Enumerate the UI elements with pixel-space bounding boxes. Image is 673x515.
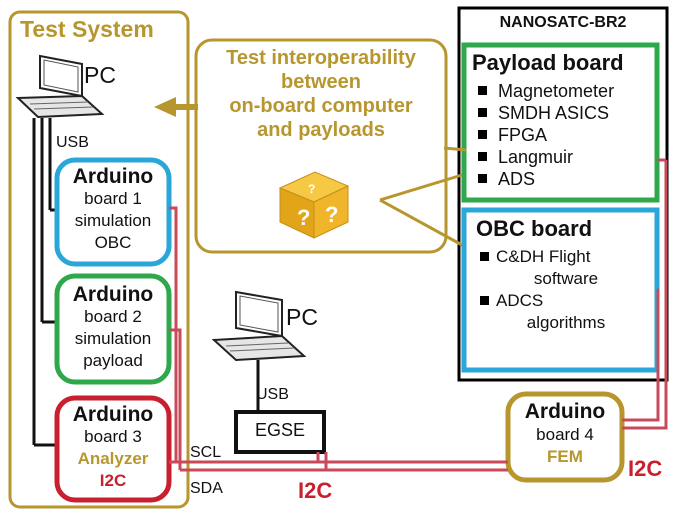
payload-item-magnetometer: Magnetometer bbox=[476, 80, 614, 102]
payload-item-smdh: SMDH ASICS bbox=[476, 102, 614, 124]
callout-pointer-top bbox=[379, 173, 463, 202]
arduino-board-1-line2: simulation bbox=[74, 211, 152, 230]
arduino-board-1-box bbox=[54, 157, 172, 267]
arduino-board-2-title: Arduino bbox=[72, 283, 154, 306]
left-arrow-head bbox=[154, 97, 176, 117]
payload-item-ads: ADS bbox=[476, 168, 614, 190]
usb-label: USB bbox=[56, 134, 89, 151]
arduino-board-1[interactable]: Arduino board 1 simulation OBC bbox=[60, 166, 166, 254]
test-system-title: Test System bbox=[20, 16, 154, 42]
svg-text:?: ? bbox=[297, 205, 310, 230]
arduino-board-1-title: Arduino bbox=[72, 165, 154, 188]
obc-item-adcs-line2: algorithms bbox=[526, 313, 606, 332]
arduino-board-3-line3: I2C bbox=[99, 471, 127, 490]
arduino-board-1-line3: OBC bbox=[94, 233, 132, 252]
laptop-icon-2 bbox=[211, 290, 307, 362]
laptop-icon bbox=[15, 54, 105, 119]
payload-board-list: Magnetometer SMDH ASICS FPGA Langmuir AD… bbox=[476, 80, 614, 190]
test-system-box bbox=[8, 10, 190, 509]
obc-item-cdh: C&DH Flight bbox=[478, 246, 654, 268]
arduino-board-4[interactable]: Arduino board 4 FEM bbox=[510, 400, 620, 468]
egse-label: EGSE bbox=[254, 420, 306, 440]
payload-board-box bbox=[461, 42, 660, 203]
i2c-bus bbox=[169, 158, 668, 472]
sda-label: SDA bbox=[190, 480, 223, 497]
payload-item-fpga: FPGA bbox=[476, 124, 614, 146]
usb-label-2: USB bbox=[256, 386, 289, 403]
bullet-icon bbox=[480, 296, 489, 305]
scl-label: SCL bbox=[190, 444, 222, 461]
callout-connector-top bbox=[443, 146, 467, 152]
arduino-board-2[interactable]: Arduino board 2 simulation payload bbox=[60, 284, 166, 372]
arduino-board-3[interactable]: Arduino board 3 Analyzer I2C bbox=[60, 404, 166, 492]
arduino-board-4-line2: FEM bbox=[547, 447, 583, 466]
obc-item-cdh-line2: software bbox=[533, 269, 599, 288]
i2c-label-right: I2C bbox=[628, 456, 663, 481]
obc-board-title: OBC board bbox=[476, 216, 593, 241]
arduino-board-3-line2: Analyzer bbox=[77, 449, 149, 468]
arduino-board-2-line1: board 2 bbox=[84, 307, 142, 326]
arduino-board-4-line1: board 4 bbox=[536, 425, 594, 444]
arduino-board-4-title: Arduino bbox=[524, 400, 606, 423]
svg-text:?: ? bbox=[325, 202, 338, 227]
question-block-icon: ? ? ? bbox=[278, 171, 350, 239]
pc-label: PC bbox=[84, 62, 116, 88]
payload-item-langmuir: Langmuir bbox=[476, 146, 614, 168]
obc-item-adcs: ADCS bbox=[478, 290, 654, 312]
callout-line-4: and payloads bbox=[257, 119, 385, 141]
arduino-board-4-box bbox=[505, 391, 625, 483]
arduino-board-3-title: Arduino bbox=[72, 403, 154, 426]
arduino-board-3-box bbox=[54, 395, 172, 503]
callout-line-2: between bbox=[280, 71, 362, 93]
bullet-icon bbox=[480, 252, 489, 261]
callout-pointer-bottom bbox=[379, 198, 463, 247]
payload-board-title: Payload board bbox=[472, 50, 624, 75]
callout-text: Test interoperability between on-board c… bbox=[200, 46, 442, 142]
arduino-board-3-line1: board 3 bbox=[84, 427, 142, 446]
obc-item-adcs-line1: ADCS bbox=[496, 291, 544, 310]
i2c-bus-label: I2C bbox=[298, 478, 333, 503]
callout-line-1: Test interoperability bbox=[226, 47, 416, 69]
obc-item-cdh-line1: C&DH Flight bbox=[496, 247, 591, 266]
arduino-board-1-line1: board 1 bbox=[84, 189, 142, 208]
svg-text:?: ? bbox=[308, 182, 315, 196]
arduino-board-2-line2: simulation bbox=[74, 329, 152, 348]
arduino-board-2-line3: payload bbox=[83, 351, 143, 370]
nanosat-title: NANOSATC-BR2 bbox=[499, 14, 627, 31]
pc-label-2: PC bbox=[286, 304, 318, 330]
usb-wiring bbox=[32, 118, 260, 447]
obc-board-list: C&DH Flight software ADCS algorithms bbox=[478, 246, 654, 334]
left-arrow-shaft bbox=[176, 104, 198, 110]
egse-box bbox=[234, 410, 326, 454]
callout-line-3: on-board computer bbox=[229, 95, 413, 117]
